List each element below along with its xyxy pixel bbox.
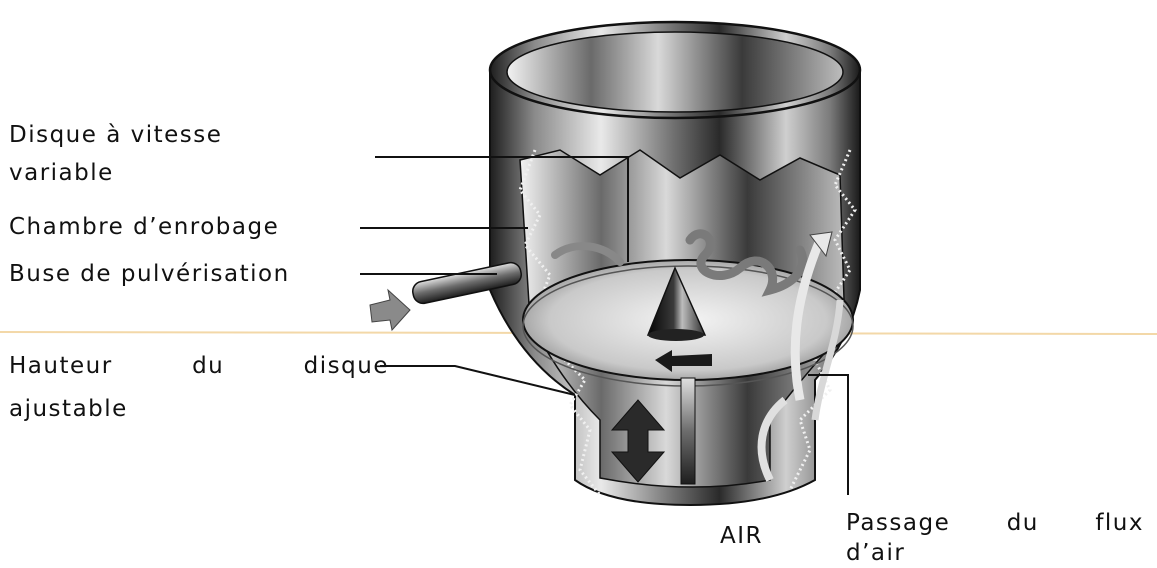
- label-hauteur-word2: du: [192, 350, 224, 382]
- label-hauteur-word3: disque: [304, 350, 389, 382]
- disc-shaft: [681, 378, 695, 484]
- chamber-opening: [507, 32, 843, 112]
- liquid-inlet-arrow: [370, 290, 410, 330]
- label-disque-line1: Disque à vitesse: [9, 119, 222, 151]
- label-chambre: Chambre d’enrobage: [9, 211, 279, 243]
- label-hauteur-line1: Hauteur du disque: [9, 350, 389, 382]
- label-passage-line1: Passage du flux: [846, 507, 1144, 539]
- label-passage-word3: flux: [1095, 507, 1144, 539]
- label-passage-word2: du: [1007, 507, 1039, 539]
- label-hauteur-word1: Hauteur: [9, 350, 113, 382]
- label-hauteur-line2: ajustable: [9, 393, 128, 425]
- cone-base: [648, 329, 704, 341]
- label-disque-line2: variable: [9, 157, 114, 189]
- label-buse: Buse de pulvérisation: [9, 258, 290, 290]
- label-passage-line2: d’air: [846, 537, 905, 568]
- label-passage-word1: Passage: [846, 507, 950, 539]
- label-air: AIR: [720, 520, 763, 552]
